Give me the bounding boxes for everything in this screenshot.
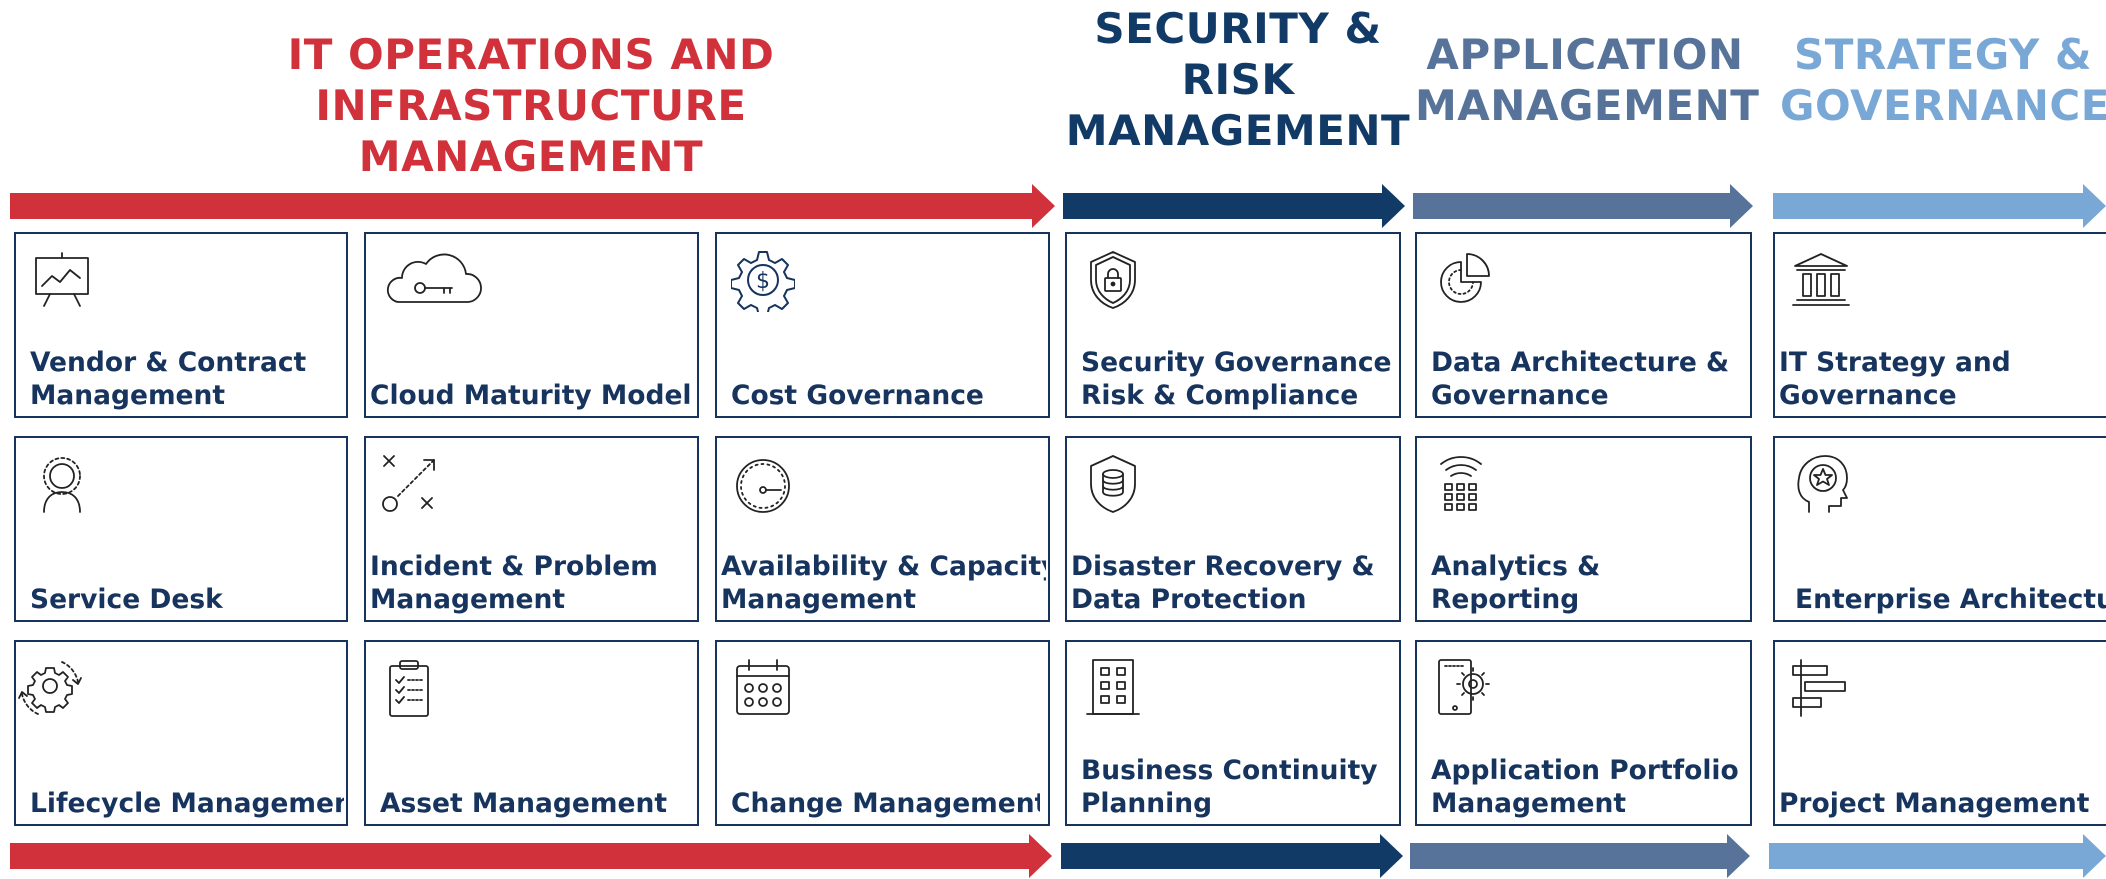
card-label: Disaster Recovery &Data Protection	[1071, 551, 1375, 615]
calendar-icon	[731, 656, 795, 720]
card-label: Project Management	[1779, 788, 2090, 819]
section-title-strategy: STRATEGY & GOVERNANCE	[1780, 29, 2106, 131]
card-change-management[interactable]: Change Management	[715, 640, 1050, 826]
section-title-line: GOVERNANCE	[1780, 81, 2106, 130]
shield-database-icon	[1081, 452, 1145, 516]
card-lifecycle-management[interactable]: Lifecycle Management	[14, 640, 348, 826]
card-project-management[interactable]: Project Management	[1773, 640, 2106, 826]
arrow-operations-top	[10, 184, 1055, 228]
head-star-icon	[1789, 452, 1853, 516]
bank-building-icon	[1789, 248, 1853, 312]
section-title-line: RISK	[1181, 55, 1295, 104]
cloud-key-icon	[380, 248, 484, 312]
card-label: Lifecycle Management	[30, 788, 344, 819]
clipboard-checklist-icon	[380, 656, 444, 720]
card-label: Asset Management	[380, 788, 667, 819]
arrow-security-bottom	[1061, 834, 1403, 878]
gear-dollar-icon: $	[731, 248, 795, 312]
section-title-security: SECURITY & RISK MANAGEMENT	[1063, 3, 1413, 156]
card-label: Service Desk	[30, 584, 223, 615]
section-title-line: MANAGEMENT	[1065, 106, 1411, 155]
strategy-play-icon	[380, 452, 444, 516]
card-cloud-maturity-model[interactable]: Cloud Maturity Model	[364, 232, 699, 418]
card-enterprise-architecture[interactable]: Enterprise Architecture	[1773, 436, 2106, 622]
card-label: Analytics &Reporting	[1431, 551, 1601, 615]
arrow-strategy-bottom	[1769, 834, 2106, 878]
section-title-line: SECURITY &	[1094, 4, 1382, 53]
pie-chart-icon	[1431, 248, 1495, 312]
card-service-desk[interactable]: Service Desk	[14, 436, 348, 622]
user-headset-icon	[30, 452, 94, 516]
arrow-strategy-top	[1773, 184, 2106, 228]
office-building-icon	[1081, 656, 1145, 720]
card-label: Cloud Maturity Model	[370, 380, 692, 411]
section-title-line: MANAGEMENT	[1415, 81, 1760, 130]
speedometer-icon	[731, 452, 795, 516]
card-data-architecture-governance[interactable]: Data Architecture &Governance	[1415, 232, 1752, 418]
arrow-security-top	[1063, 184, 1405, 228]
svg-text:$: $	[756, 269, 770, 294]
gear-cycle-icon	[18, 656, 82, 720]
card-disaster-recovery[interactable]: Disaster Recovery &Data Protection	[1065, 436, 1401, 622]
card-security-governance[interactable]: Security Governance,Risk & Compliance	[1065, 232, 1401, 418]
arrow-application-top	[1413, 184, 1753, 228]
arrow-application-bottom	[1410, 834, 1750, 878]
section-title-operations: IT OPERATIONS AND INFRASTRUCTURE MANAGEM…	[88, 29, 974, 182]
presentation-chart-icon	[30, 248, 94, 312]
arrow-operations-bottom	[10, 834, 1052, 878]
section-title-line: APPLICATION	[1426, 30, 1744, 79]
card-asset-management[interactable]: Asset Management	[364, 640, 699, 826]
gantt-chart-icon	[1789, 656, 1853, 720]
card-label: Enterprise Architecture	[1795, 584, 2106, 615]
card-analytics-reporting[interactable]: Analytics &Reporting	[1415, 436, 1752, 622]
card-label: Change Management	[731, 788, 1040, 819]
card-label: Cost Governance	[731, 380, 984, 411]
section-title-line: IT OPERATIONS AND INFRASTRUCTURE	[287, 30, 775, 130]
section-title-line: STRATEGY &	[1793, 30, 2093, 79]
card-label: Data Architecture &Governance	[1431, 347, 1730, 411]
card-label: Security Governance,Risk & Compliance	[1081, 347, 1391, 411]
section-title-line: MANAGEMENT	[358, 132, 704, 181]
section-title-application: APPLICATION MANAGEMENT	[1415, 29, 1760, 131]
shield-lock-icon	[1081, 248, 1145, 312]
card-cost-governance[interactable]: $ Cost Governance	[715, 232, 1050, 418]
wifi-grid-icon	[1431, 452, 1495, 516]
tablet-gear-icon	[1431, 656, 1495, 720]
